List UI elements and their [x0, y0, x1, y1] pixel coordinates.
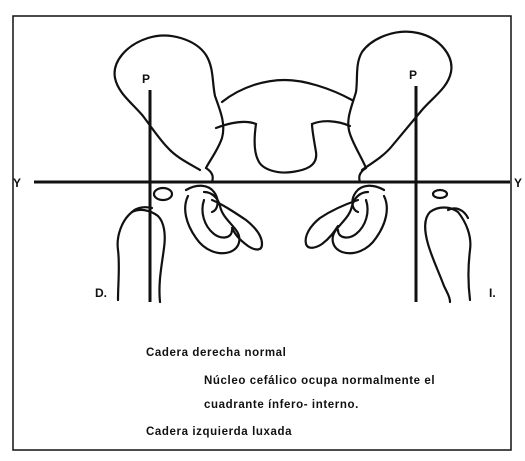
- femur-right: [118, 210, 165, 302]
- sacrum-middle-right: [312, 121, 350, 126]
- caption-line-4: Cadera izquierda luxada: [146, 425, 292, 439]
- ischium-left: [333, 192, 387, 253]
- caption-line-3: cuadrante ínfero- interno.: [204, 398, 359, 412]
- side-label-left: I.: [489, 286, 496, 300]
- left-pelvic-rim: [206, 168, 213, 182]
- femoral-nucleus-left: [433, 190, 447, 198]
- right-iliac-wing: [348, 32, 451, 170]
- hilgenreiner-label-left: Y: [13, 176, 21, 190]
- side-label-right: D.: [95, 286, 107, 300]
- femur-left: [425, 208, 470, 303]
- perkins-label-left: P: [142, 72, 150, 86]
- hilgenreiner-label-right: Y: [514, 176, 522, 190]
- caption-line-1: Cadera derecha normal: [146, 346, 286, 360]
- femoral-nucleus-right: [154, 188, 172, 200]
- sacrum-body: [255, 124, 317, 173]
- perkins-label-right: P: [409, 68, 417, 82]
- right-pelvic-rim: [359, 168, 366, 182]
- left-iliac-wing: [115, 36, 224, 170]
- sacrum-upper: [222, 80, 352, 102]
- caption-line-2: Núcleo cefálico ocupa normalmente el: [204, 374, 435, 388]
